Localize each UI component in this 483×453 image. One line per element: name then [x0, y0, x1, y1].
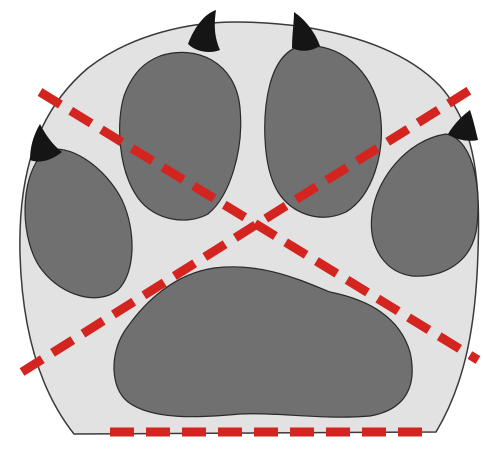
toe-pad-inner-left [120, 52, 241, 220]
